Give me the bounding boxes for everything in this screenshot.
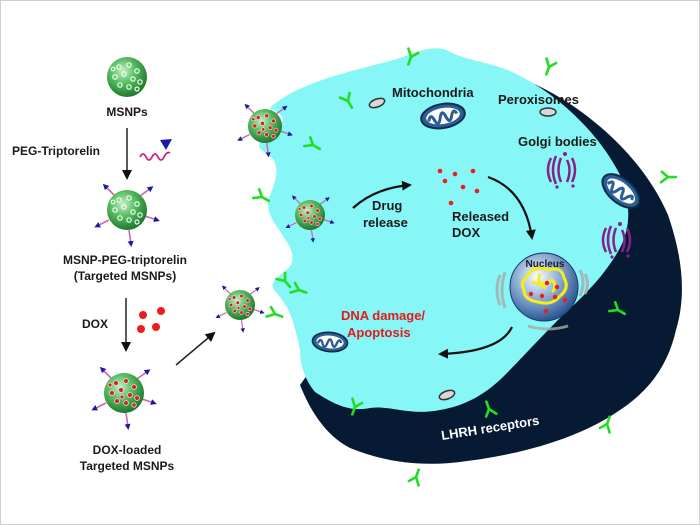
to-nucleus-arrow [487, 175, 536, 240]
dna-damage-line1: DNA damage/ [341, 308, 425, 323]
msnp-particle [106, 56, 148, 98]
receptor-icon [659, 170, 677, 184]
msnps-label: MSNPs [106, 105, 148, 119]
apoptosis-arrow [438, 326, 513, 359]
receptor-icon [540, 57, 558, 78]
golgi-label: Golgi bodies [518, 134, 597, 149]
dox-label: DOX [82, 317, 108, 331]
released-dox-line1: Released [452, 209, 509, 224]
loaded-label-line1: DOX-loaded [93, 443, 162, 457]
nucleus: Nucleus [495, 252, 589, 331]
peg-triptorelin-icon [139, 139, 172, 161]
targeted-msnp-particle [97, 186, 157, 244]
peroxisomes-label: Peroxisomes [498, 92, 579, 107]
peroxisome-icon [539, 107, 557, 117]
receptor-icon [407, 466, 425, 487]
left-panel: MSNPs PEG-Triptorelin MSNP-PEG-triptorel… [12, 56, 216, 473]
drug-release-line2: release [363, 215, 408, 230]
cytoplasm [259, 48, 629, 412]
chromatin [520, 266, 568, 305]
released-dox-line2: DOX [452, 225, 481, 240]
approaching-msnp-particle [218, 287, 263, 331]
dox-loaded-msnp-particle [94, 369, 154, 427]
mitochondria-label: Mitochondria [392, 85, 474, 100]
dna-damage-line2: Apoptosis [347, 325, 411, 340]
cancer-cell: Mitochondria Peroxisomes Golgi bodies Dr… [218, 47, 682, 487]
peg-triptorelin-label: PEG-Triptorelin [12, 144, 100, 158]
targeted-label-line2: (Targeted MSNPs) [74, 269, 176, 283]
targeted-label-line1: MSNP-PEG-triptorelin [63, 253, 187, 267]
to-cell-arrow [175, 331, 216, 366]
nucleus-label: Nucleus [526, 259, 565, 270]
dox-molecules-icon [137, 307, 165, 333]
loaded-label-line2: Targeted MSNPs [80, 459, 175, 473]
released-dox-molecules [437, 168, 480, 206]
drug-release-arrow [352, 180, 412, 209]
drug-release-line1: Drug [372, 198, 402, 213]
receptor-icon [265, 305, 286, 323]
